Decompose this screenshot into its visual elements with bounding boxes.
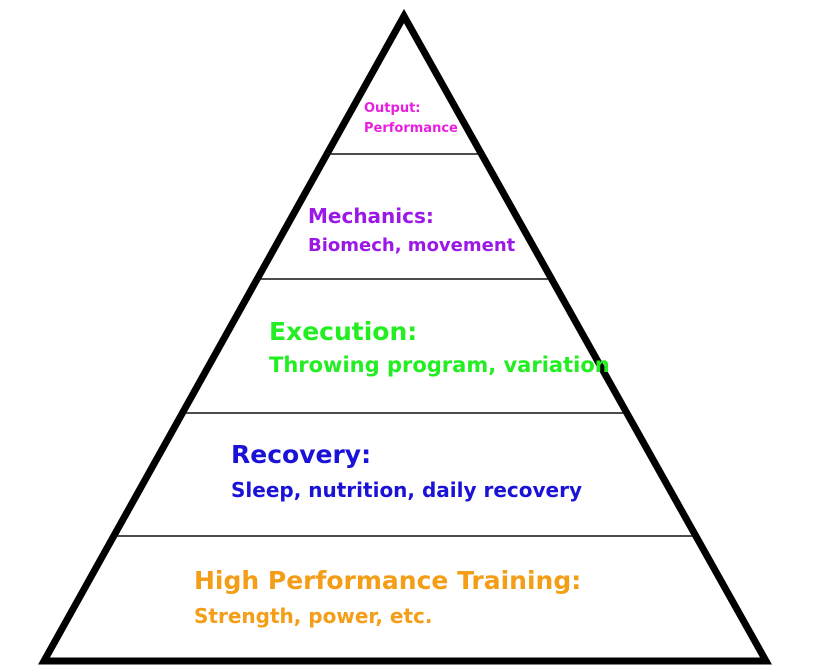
tier-recovery: Recovery: Sleep, nutrition, daily recove… xyxy=(231,440,582,502)
tier-mechanics-subtitle: Biomech, movement xyxy=(308,235,516,256)
tier-mechanics: Mechanics: Biomech, movement xyxy=(308,204,516,256)
tier-training: High Performance Training: Strength, pow… xyxy=(194,566,581,628)
pyramid-outline xyxy=(38,8,772,665)
tier-output-title: Output: xyxy=(364,101,421,116)
tier-training-title: High Performance Training: xyxy=(194,566,581,595)
tier-recovery-subtitle: Sleep, nutrition, daily recovery xyxy=(231,478,582,502)
tier-execution: Execution: Throwing program, variation xyxy=(269,317,610,377)
tier-output-subtitle: Performance xyxy=(364,121,458,136)
tier-mechanics-title: Mechanics: xyxy=(308,204,434,228)
tier-execution-subtitle: Throwing program, variation xyxy=(269,353,610,377)
tier-recovery-title: Recovery: xyxy=(231,440,371,469)
tier-training-subtitle: Strength, power, etc. xyxy=(194,604,432,628)
tier-execution-title: Execution: xyxy=(269,317,417,346)
tier-output: Output: Performance xyxy=(364,101,458,136)
